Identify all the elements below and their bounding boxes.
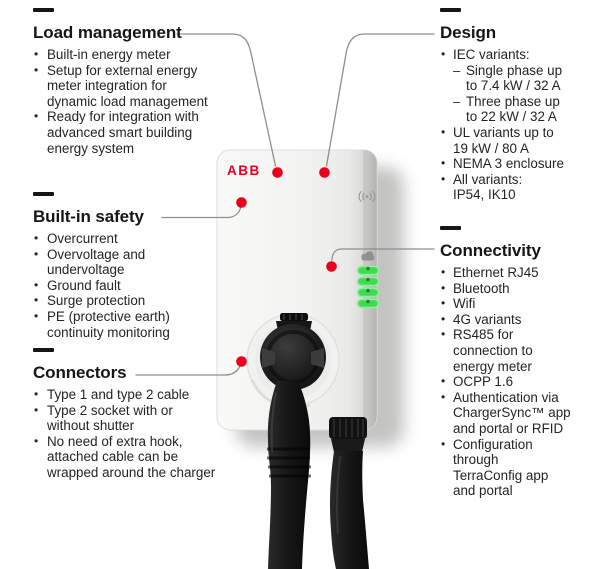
section-title-load-management: Load management	[33, 23, 182, 42]
rfid-icon	[358, 190, 376, 203]
feature-list: Built-in energy meter Setup for external…	[33, 47, 243, 156]
feature-item: Ethernet RJ45	[440, 265, 595, 281]
callout-lines	[135, 33, 435, 376]
feature-item: No need of extra hook, attached cable ca…	[33, 434, 248, 481]
callout-dot-connectivity	[326, 261, 337, 272]
callout-dot-built-in-safety	[236, 197, 247, 208]
callout-line-design	[325, 33, 435, 167]
section-design: Design IEC variants: Single phase up to …	[440, 8, 592, 203]
feature-item: Wifi	[440, 296, 595, 312]
abb-logo: ABB	[227, 163, 261, 178]
type2-plug	[260, 313, 326, 569]
section-dash	[440, 226, 461, 230]
feature-item: UL variants up to 19 kW / 80 A	[440, 125, 592, 156]
section-title-built-in-safety: Built-in safety	[33, 207, 144, 226]
callout-dot-load-management	[272, 167, 283, 178]
callout-dot-design	[319, 167, 330, 178]
feature-item: PE (protective earth) continuity monitor…	[33, 309, 233, 340]
section-connectivity: Connectivity Ethernet RJ45 Bluetooth Wif…	[440, 226, 595, 499]
callout-line-load-management	[176, 33, 277, 167]
callout-line-connectivity	[331, 248, 435, 261]
cloud-icon	[361, 251, 375, 261]
section-dash	[33, 192, 54, 196]
feature-subitem: Three phase up to 22 kW / 32 A	[440, 94, 592, 125]
status-led	[356, 265, 380, 276]
section-dash	[33, 348, 54, 352]
status-led	[356, 287, 380, 298]
feature-item: Configuration through TerraConfig app an…	[440, 437, 595, 499]
attached-cable	[329, 417, 369, 569]
feature-item: 4G variants	[440, 312, 595, 328]
feature-item: Surge protection	[33, 293, 233, 309]
feature-subitem: Single phase up to 7.4 kW / 32 A	[440, 63, 592, 94]
feature-item: Authentication via ChargerSync™ app and …	[440, 390, 595, 437]
status-led-strip	[356, 265, 380, 309]
status-led	[356, 276, 380, 287]
feature-item: Ready for integration with advanced smar…	[33, 109, 243, 156]
callout-dot-connectors	[236, 356, 247, 367]
section-title-connectors: Connectors	[33, 363, 127, 382]
feature-item: Overvoltage and undervoltage	[33, 247, 233, 278]
section-connectors: Connectors Type 1 and type 2 cable Type …	[33, 348, 248, 481]
feature-item: Overcurrent	[33, 231, 233, 247]
feature-item: RS485 for connection to energy meter	[440, 327, 595, 374]
callout-dots	[236, 167, 337, 367]
section-dash	[33, 8, 54, 12]
feature-item: Bluetooth	[440, 281, 595, 297]
feature-item: Type 1 and type 2 cable	[33, 387, 248, 403]
feature-item: Ground fault	[33, 278, 233, 294]
section-title-design: Design	[440, 23, 497, 42]
feature-list: IEC variants: Single phase up to 7.4 kW …	[440, 47, 592, 203]
feature-item: IEC variants:	[440, 47, 592, 63]
section-dash	[440, 8, 461, 12]
feature-item: All variants: IP54, IK10	[440, 172, 592, 203]
feature-item: NEMA 3 enclosure	[440, 156, 592, 172]
feature-list: Type 1 and type 2 cable Type 2 socket wi…	[33, 387, 248, 481]
feature-item: Built-in energy meter	[33, 47, 243, 63]
feature-item: OCPP 1.6	[440, 374, 595, 390]
plug-handle-ribs	[267, 447, 311, 478]
callout-line-connectors	[135, 366, 241, 376]
feature-item: Type 2 socket with or without shutter	[33, 403, 248, 434]
feature-list: Ethernet RJ45 Bluetooth Wifi 4G variants…	[440, 265, 595, 499]
feature-list: Overcurrent Overvoltage and undervoltage…	[33, 231, 233, 340]
feature-item: Setup for external energy meter integrat…	[33, 63, 243, 110]
section-title-connectivity: Connectivity	[440, 241, 541, 260]
callout-line-built-in-safety	[161, 207, 242, 219]
section-built-in-safety: Built-in safety Overcurrent Overvoltage …	[33, 192, 233, 340]
status-led	[356, 298, 380, 309]
section-load-management: Load management Built-in energy meter Se…	[33, 8, 243, 156]
